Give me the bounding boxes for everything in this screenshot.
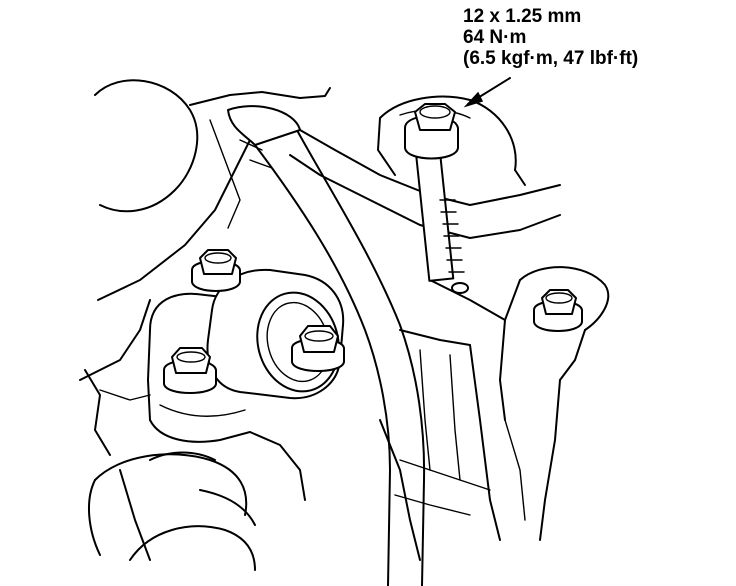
upper-bracket — [289, 95, 561, 239]
hose — [227, 105, 426, 586]
mount-body — [147, 292, 306, 501]
lower-housing — [88, 453, 256, 571]
through-bolt — [413, 138, 469, 294]
left-upper-bolt — [191, 249, 241, 292]
right-bolt — [533, 289, 583, 332]
left-lower-bolt — [163, 347, 217, 394]
torque-callout: 12 x 1.25 mm 64 N·m (6.5 kgf·m, 47 lbf·f… — [463, 6, 638, 69]
torque-imperial-label: (6.5 kgf·m, 47 lbf·ft) — [463, 48, 639, 69]
torque-nm-label: 64 N·m — [463, 27, 527, 48]
right-lug — [379, 266, 610, 561]
callout-leader-arrow — [463, 77, 511, 108]
engine-block-outline — [79, 79, 331, 561]
center-bolt — [291, 325, 345, 372]
top-bolt — [404, 103, 459, 160]
bolt-size-label: 12 x 1.25 mm — [463, 6, 582, 27]
